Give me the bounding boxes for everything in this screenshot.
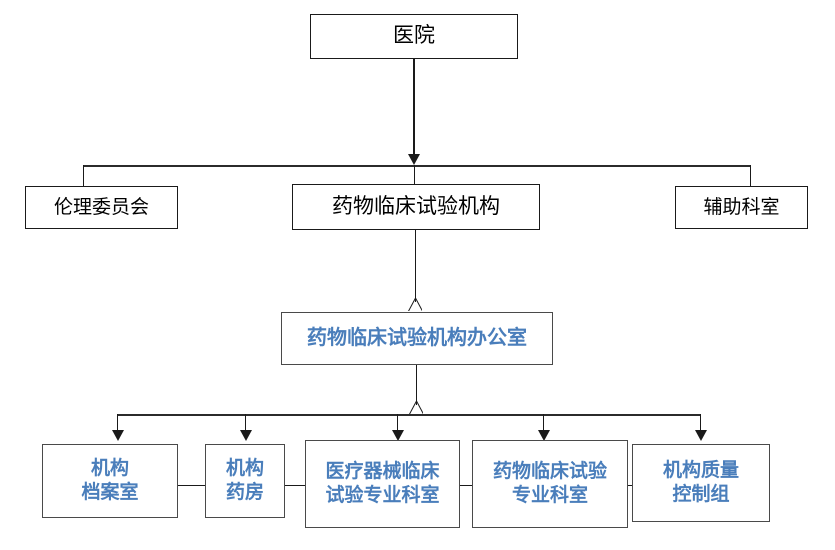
node-drug-clinical-trial-institution[interactable]: 药物临床试验机构 (292, 184, 540, 230)
arrowhead-bus-to-quality-control-group (695, 430, 707, 441)
node-institution-office[interactable]: 药物临床试验机构办公室 (281, 312, 553, 365)
node-archive-room[interactable]: 机构 档案室 (42, 444, 178, 518)
bus-level2 (83, 165, 751, 167)
edge-bus-to-drug-trial-department (543, 414, 544, 432)
connector-archive-to-pharmacy (178, 485, 205, 486)
edge-bus-to-device-trial-department (397, 414, 398, 432)
arrowhead-hospital-to-bus (408, 154, 420, 165)
node-drug-clinical-trial-institution-label: 药物临床试验机构 (332, 194, 500, 218)
node-quality-control-group[interactable]: 机构质量 控制组 (632, 444, 770, 522)
node-archive-room-label: 机构 档案室 (81, 458, 139, 503)
node-hospital-label: 医院 (393, 24, 435, 48)
edge-bus-to-archive-room (117, 414, 118, 432)
edge-bus-to-auxiliary-department (750, 165, 751, 186)
node-institution-office-label: 药物临床试验机构办公室 (307, 327, 527, 349)
node-institution-pharmacy[interactable]: 机构 药房 (205, 444, 285, 518)
edge-bus-to-ethics-committee (83, 165, 84, 186)
node-quality-control-group-label: 机构质量 控制组 (662, 460, 739, 505)
node-device-trial-department-label: 医疗器械临床 试验专业科室 (325, 461, 440, 506)
node-auxiliary-department-label: 辅助科室 (703, 196, 780, 218)
arrowhead-institution-to-office (408, 298, 422, 311)
node-institution-pharmacy-label: 机构 药房 (225, 458, 264, 503)
arrowhead-bus-to-device-trial-department (392, 430, 404, 441)
edge-hospital-to-bus (413, 59, 415, 159)
node-hospital[interactable]: 医院 (310, 14, 518, 59)
node-device-trial-department[interactable]: 医疗器械临床 试验专业科室 (305, 440, 460, 528)
edge-bus-to-institution (414, 165, 415, 184)
connector-drug-department-to-quality-group (628, 485, 632, 486)
node-ethics-committee-label: 伦理委员会 (53, 196, 149, 218)
arrowhead-bus-to-institution-pharmacy (240, 430, 252, 441)
arrowhead-office-to-bus (409, 401, 423, 414)
arrowhead-bus-to-archive-room (112, 430, 124, 441)
node-drug-trial-department[interactable]: 药物临床试验 专业科室 (472, 440, 628, 528)
connector-device-to-drug-department (460, 485, 472, 486)
node-drug-trial-department-label: 药物临床试验 专业科室 (492, 461, 607, 506)
edge-bus-to-quality-control-group (700, 414, 701, 432)
edge-office-to-bus (416, 365, 417, 405)
edge-institution-to-office (415, 230, 416, 302)
arrowhead-bus-to-drug-trial-department (538, 430, 550, 441)
bus-level4 (117, 414, 701, 416)
edge-bus-to-institution-pharmacy (245, 414, 246, 432)
node-ethics-committee[interactable]: 伦理委员会 (25, 186, 178, 229)
connector-pharmacy-to-device-department (285, 485, 305, 486)
node-auxiliary-department[interactable]: 辅助科室 (675, 186, 808, 229)
